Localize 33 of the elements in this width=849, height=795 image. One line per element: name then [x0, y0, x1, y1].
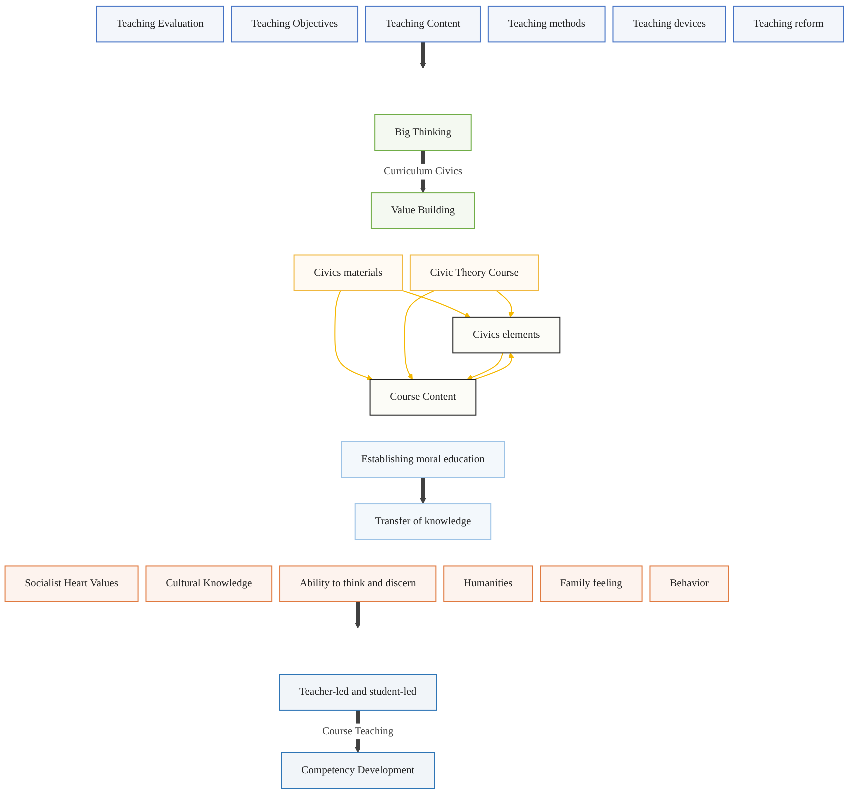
node-box: Transfer of knowledge: [354, 504, 492, 540]
node-box: Competency Development: [281, 752, 436, 790]
node-box: Cultural Knowledge: [146, 566, 273, 602]
node-box: Family feeling: [540, 566, 643, 602]
node-box: Teaching Evaluation: [96, 6, 224, 43]
node-box: Civic Theory Course: [410, 254, 540, 292]
node-box: Teacher-led and student-led: [279, 674, 438, 711]
edge-label: Course Teaching: [322, 726, 394, 737]
node-box: Humanities: [444, 566, 534, 602]
arrow: [404, 290, 436, 380]
node-box: Big Thinking: [374, 114, 472, 152]
node-box: Teaching devices: [612, 6, 726, 43]
arrow: [420, 478, 426, 504]
arrow: [420, 42, 426, 69]
arrow: [355, 602, 361, 629]
arrow: [334, 290, 373, 381]
node-box: Teaching Content: [365, 6, 481, 43]
node-box: Teaching Objectives: [231, 6, 359, 43]
edge-label: Curriculum Civics: [384, 166, 462, 178]
node-box: Establishing moral education: [341, 441, 506, 478]
arrow: [402, 290, 471, 318]
arrow: [474, 352, 514, 380]
node-box: Socialist Heart Values: [4, 566, 139, 602]
node-box: Teaching reform: [733, 6, 844, 43]
arrow: [496, 290, 514, 318]
arrow: [467, 352, 504, 380]
node-box: Course Content: [370, 379, 477, 416]
node-box: Civics elements: [452, 316, 561, 354]
node-box: Value Building: [370, 192, 476, 230]
node-box: Civics materials: [294, 254, 403, 292]
node-box: Behavior: [650, 566, 730, 602]
node-box: Teaching methods: [488, 6, 606, 43]
node-box: Ability to think and discern: [280, 566, 437, 602]
